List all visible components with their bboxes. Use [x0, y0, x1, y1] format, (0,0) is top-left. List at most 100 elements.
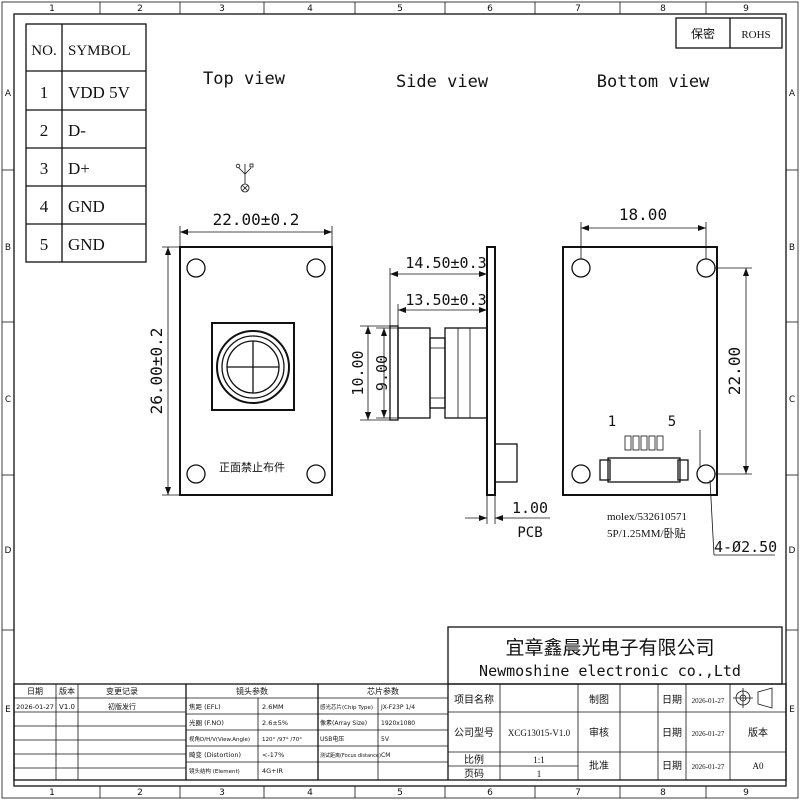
- connector-part: molex/532610571: [607, 511, 687, 523]
- row-label-c-right: C: [789, 395, 795, 405]
- bottom-width-dim: 18.00: [619, 205, 667, 224]
- chip-param-0: 感光芯片(Chip Type): [320, 703, 373, 711]
- page-value: 1: [537, 769, 542, 779]
- side-pcb: [486, 246, 496, 496]
- lens-holder: [211, 322, 295, 411]
- lens-param-4: 镜头结构 (Element): [189, 767, 240, 775]
- side-view: 14.50±0.3 13.50±0.3 10.00 9.00 1.00 PCB: [349, 246, 550, 541]
- lens-header: 镜头参数: [236, 686, 268, 696]
- col-label-5: 5: [397, 4, 403, 14]
- lens-value-4: 4G+IR: [262, 767, 284, 775]
- row-label-e-right: E: [789, 705, 795, 715]
- chip-param-2: USB电压: [320, 735, 344, 743]
- pin-last-label: 5: [668, 414, 676, 430]
- col-label-3-bottom: 3: [219, 788, 225, 798]
- top-width-dim: 22.00±0.2: [213, 210, 300, 229]
- rev-row-version: V1.0: [59, 703, 75, 711]
- company-block: 宜章鑫晨光电子有限公司 Newmoshine electronic co.,Lt…: [447, 626, 783, 685]
- bottom-board-outline: [562, 246, 718, 496]
- date-value-1: 2026-01-27: [692, 730, 725, 738]
- top-board-outline: [179, 246, 333, 496]
- pin-header-symbol: SYMBOL: [68, 43, 131, 59]
- lens-param-3: 畸变 (Distortion): [189, 750, 241, 759]
- col-label-8: 8: [660, 4, 666, 14]
- mount-hole-icon: [306, 258, 326, 278]
- col-label-9: 9: [743, 4, 749, 14]
- scale-value: 1:1: [533, 755, 545, 765]
- pin-table: NO. SYMBOL 1 VDD 5V 2 D- 3 D+ 4 GND 5 GN…: [25, 23, 147, 263]
- col-label-1-bottom: 1: [49, 788, 55, 798]
- chip-value-1: 1920x1080: [381, 720, 415, 727]
- col-label-5-bottom: 5: [397, 788, 403, 798]
- top-view-title: Top view: [203, 69, 286, 89]
- review-label: 审核: [589, 726, 609, 739]
- mount-hole-icon: [571, 464, 591, 484]
- lens-param-0: 焦距 (EFL): [189, 702, 221, 711]
- chip-param-1: 像素(Array Size): [320, 719, 367, 727]
- pin-symbol-2: D-: [68, 121, 86, 140]
- row-label-c: C: [5, 395, 11, 405]
- row-label-e: E: [5, 705, 11, 715]
- top-view-note: 正面禁止布件: [219, 461, 285, 474]
- approve-label: 批准: [589, 759, 609, 772]
- date-value-0: 2026-01-27: [692, 697, 725, 705]
- pin-symbol-3: D+: [68, 159, 90, 178]
- pin-header-no: NO.: [31, 43, 56, 59]
- usb-icon: [235, 163, 254, 193]
- mount-hole-icon: [186, 258, 206, 278]
- pin-no-4: 4: [40, 197, 49, 216]
- connector-footprint: [599, 435, 689, 483]
- col-label-8-bottom: 8: [660, 788, 666, 798]
- chip-value-3: CM: [381, 752, 390, 759]
- connector-spec: 5P/1.25MM/卧贴: [607, 526, 686, 540]
- scale-label: 比例: [464, 753, 484, 766]
- col-label-9-bottom: 9: [743, 788, 749, 798]
- side-view-title: Side view: [396, 72, 489, 92]
- row-label-a-right: A: [789, 89, 796, 99]
- col-label-6-bottom: 6: [487, 788, 493, 798]
- version-value: A0: [753, 761, 764, 771]
- row-label-d-right: D: [789, 546, 796, 556]
- side-dim-c: 10.00: [349, 350, 367, 395]
- lens-value-0: 2.6MM: [262, 703, 284, 711]
- col-label-2: 2: [137, 4, 143, 14]
- side-connector: [494, 443, 518, 483]
- lens-value-3: <-17%: [262, 751, 284, 759]
- make-label: 制图: [589, 693, 609, 706]
- col-label-3: 3: [219, 4, 225, 14]
- rev-row-change: 初版发行: [108, 702, 136, 711]
- pin-first-label: 1: [608, 414, 616, 430]
- pin-no-5: 5: [40, 235, 49, 254]
- rev-header-version: 版本: [59, 686, 75, 696]
- bottom-view-title: Bottom view: [597, 72, 710, 92]
- projection-symbol-icon: [733, 687, 773, 709]
- row-label-a: A: [5, 89, 12, 99]
- compliance-box: 保密 ROHS: [675, 17, 783, 49]
- page-label: 页码: [464, 768, 484, 780]
- company-name-en: Newmoshine electronic co.,Ltd: [479, 662, 741, 680]
- chip-param-3: 测试距离(Focus distance): [320, 752, 381, 759]
- mount-hole-icon: [186, 464, 206, 484]
- lens-icon: [216, 330, 290, 404]
- lens-param-1: 光圈 (F.NO): [189, 718, 224, 727]
- row-label-b: B: [5, 243, 11, 253]
- top-view: 正面禁止布件 22.00±0.2 26.00±0.2: [147, 210, 333, 496]
- col-label-7-bottom: 7: [575, 788, 581, 798]
- rev-row-date: 2026-01-27: [16, 703, 54, 711]
- col-label-2-bottom: 2: [137, 788, 143, 798]
- mount-hole-icon: [571, 258, 591, 278]
- pin-symbol-1: VDD 5V: [68, 83, 131, 102]
- rev-header-date: 日期: [27, 687, 43, 696]
- col-label-6: 6: [487, 4, 493, 14]
- pin-no-2: 2: [40, 121, 49, 140]
- col-label-4-bottom: 4: [307, 788, 313, 798]
- side-dim-d: 9.00: [373, 355, 391, 391]
- lens-value-2: 120° /97° /70°: [262, 737, 302, 743]
- side-pcb-thickness: 1.00: [512, 499, 548, 517]
- date-label-1: 日期: [662, 727, 682, 739]
- row-label-b-right: B: [789, 243, 795, 253]
- chip-header: 芯片参数: [367, 686, 399, 696]
- date-value-2: 2026-01-27: [692, 763, 725, 771]
- mount-hole-icon: [696, 258, 716, 278]
